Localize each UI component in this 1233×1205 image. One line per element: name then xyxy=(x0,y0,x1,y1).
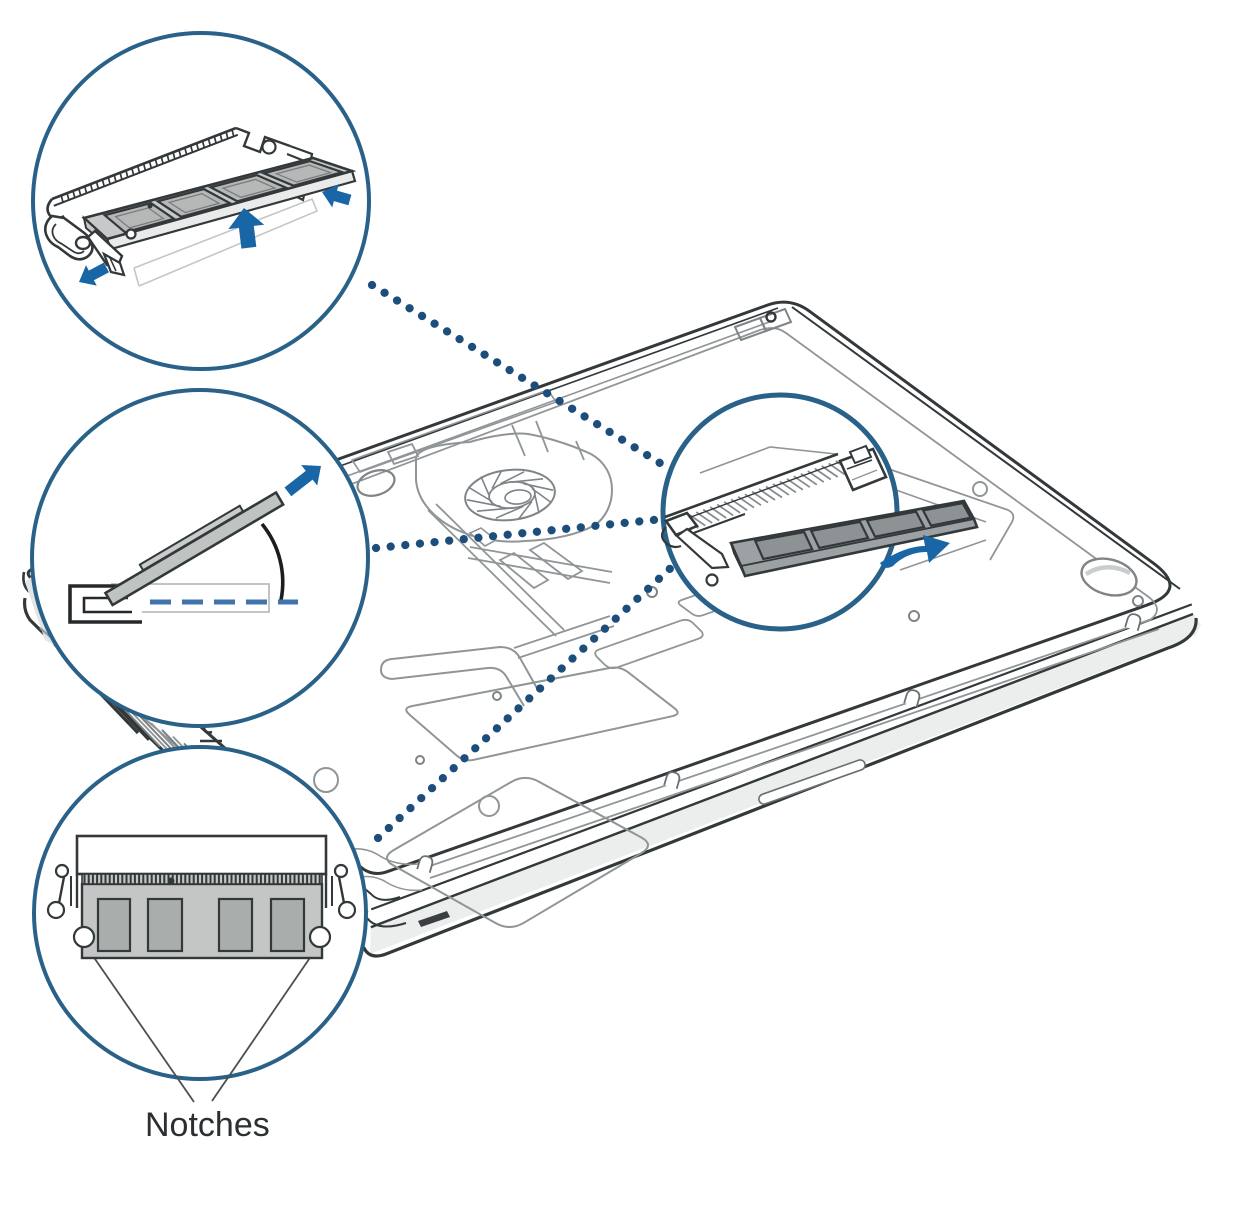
svg-text:Notches: Notches xyxy=(145,1106,270,1144)
